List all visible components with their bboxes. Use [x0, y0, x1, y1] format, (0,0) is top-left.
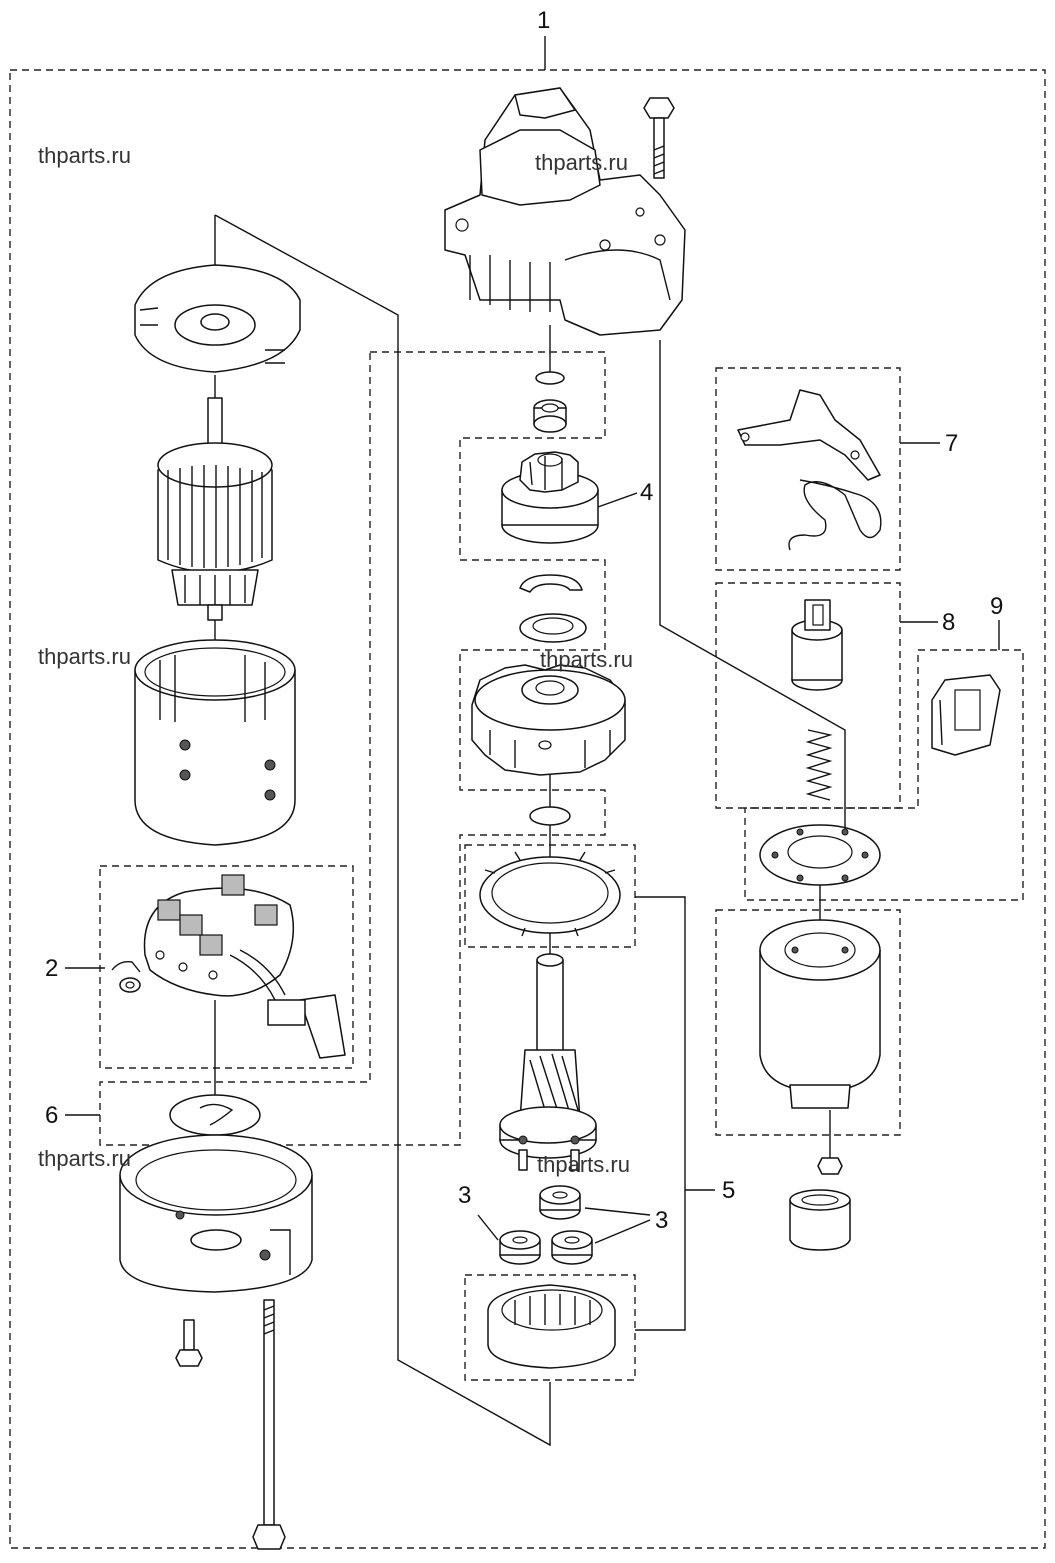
gear-housing-icon: [471, 664, 626, 776]
callout-leaders: [65, 442, 1000, 1331]
callout-9: 9: [990, 593, 1003, 620]
svg-text:thparts.ru: thparts.ru: [540, 647, 633, 672]
armature-icon: [157, 397, 273, 621]
lever-icon: [737, 389, 881, 481]
terminal-bolt-icon: [817, 1157, 843, 1175]
callout-8: 8: [942, 609, 955, 636]
shaft-icon: [499, 953, 597, 1171]
internal-gear-icon: [487, 1284, 616, 1369]
pinion-icon: [501, 451, 599, 544]
svg-text:thparts.ru: thparts.ru: [535, 150, 628, 175]
yoke-icon: [134, 639, 296, 846]
e-clip-icon: [519, 574, 583, 593]
watermarks: thparts.ru thparts.ru thparts.ru thparts…: [38, 143, 633, 1177]
bushing-icon: [533, 399, 567, 433]
callout-3a: 3: [458, 1182, 471, 1209]
o-ring-icon: [529, 806, 571, 826]
ring-gear-icon: [479, 851, 621, 937]
svg-text:thparts.ru: thparts.ru: [38, 143, 131, 168]
terminal-cap-icon: [789, 1189, 851, 1251]
drive-housing-icon: [444, 87, 686, 336]
plate-washer-icon: [169, 1094, 261, 1136]
brush-spring-icon: [111, 960, 141, 993]
through-bolt-icon: [252, 1299, 286, 1550]
contact-plate-icon: [931, 674, 1001, 756]
plunger-icon: [791, 599, 843, 691]
screw-icon: [175, 1319, 203, 1367]
svg-text:thparts.ru: thparts.ru: [38, 644, 131, 669]
brush-holder-icon: [143, 874, 346, 1059]
coil-spring-icon: [805, 729, 833, 801]
callout-5: 5: [722, 1177, 735, 1204]
flange-gasket-icon: [759, 824, 881, 886]
callout-3b: 3: [655, 1207, 668, 1234]
callout-1: 1: [537, 7, 550, 34]
svg-text:thparts.ru: thparts.ru: [537, 1152, 630, 1177]
callout-6: 6: [45, 1102, 58, 1129]
end-cover-icon: [119, 1134, 313, 1293]
planet-gear-icon: [499, 1185, 593, 1265]
callout-2: 2: [45, 955, 58, 982]
callout-7: 7: [945, 430, 958, 457]
end-plate-icon: [134, 264, 301, 373]
snap-ring-icon: [535, 371, 565, 385]
washer-icon: [519, 613, 587, 643]
solenoid-icon: [759, 919, 881, 1109]
callout-4: 4: [640, 479, 653, 506]
bolt-icon: [643, 97, 675, 179]
spring-icon: [788, 479, 882, 551]
svg-text:thparts.ru: thparts.ru: [38, 1146, 131, 1171]
assembly-boundary: [9, 69, 1046, 1549]
